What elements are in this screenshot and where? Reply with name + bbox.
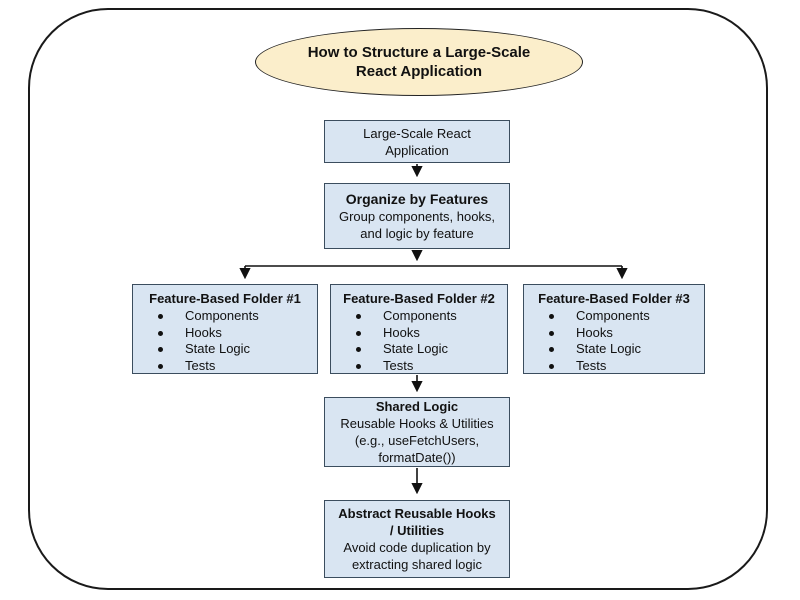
list-item-label: Tests [576, 357, 607, 373]
node-abstract-reusable-hooks: Abstract Reusable Hooks / Utilities Avoi… [324, 500, 510, 578]
bullet-icon [158, 347, 163, 352]
bullet-icon [158, 330, 163, 336]
bullet-icon [549, 363, 554, 369]
bullet-icon [549, 330, 554, 336]
list-item-label: Hooks [185, 324, 222, 340]
feature-folder-2-list: Components Hooks State Logic Tests [331, 308, 507, 374]
list-item-label: State Logic [576, 341, 642, 356]
node-feature-folder-1: Feature-Based Folder #1 Components Hooks… [132, 284, 318, 374]
bullet-icon [158, 314, 163, 319]
list-item: Tests [133, 358, 317, 375]
diagram-title-line-1: How to Structure a Large-Scale [307, 44, 531, 61]
list-item: Components [524, 308, 704, 325]
list-item: Hooks [133, 325, 317, 342]
bullet-icon [549, 347, 554, 352]
node-feature-folder-3: Feature-Based Folder #3 Components Hooks… [523, 284, 705, 374]
bullet-icon [549, 314, 554, 319]
node-feature-folder-1-title: Feature-Based Folder #1 [149, 291, 301, 306]
feature-folder-3-list: Components Hooks State Logic Tests [524, 308, 704, 374]
bullet-icon [356, 330, 361, 336]
list-item: Tests [524, 358, 704, 375]
list-item: Hooks [331, 325, 507, 342]
node-shared-logic: Shared Logic Reusable Hooks & Utilities … [324, 397, 510, 467]
node-feature-folder-2: Feature-Based Folder #2 Components Hooks… [330, 284, 508, 374]
node-abstract-body-line-1: Avoid code duplication by [343, 540, 491, 555]
list-item-label: Hooks [576, 324, 613, 340]
list-item-label: Hooks [383, 324, 420, 340]
bullet-icon [356, 314, 361, 319]
outer-rounded-frame [28, 8, 768, 590]
node-abstract-body-line-2: extracting shared logic [351, 557, 483, 572]
node-organize-body-line-2: and logic by feature [360, 226, 474, 241]
list-item: Hooks [524, 325, 704, 342]
node-root-line-2: Application [385, 142, 449, 158]
list-item: State Logic [524, 341, 704, 358]
list-item-label: State Logic [383, 341, 449, 356]
node-large-scale-react-application: Large-Scale React Application [324, 120, 510, 163]
node-root-line-1: Large-Scale React [363, 125, 471, 141]
bullet-icon [158, 363, 163, 369]
node-shared-body-line-2: (e.g., useFetchUsers, [354, 433, 480, 448]
list-item: State Logic [133, 341, 317, 358]
list-item-label: Components [185, 308, 259, 323]
diagram-title-line-2: React Application [355, 63, 483, 80]
bullet-icon [356, 347, 361, 352]
list-item: Components [133, 308, 317, 325]
list-item-label: Components [383, 308, 457, 323]
list-item: Tests [331, 358, 507, 375]
diagram-title-ellipse: How to Structure a Large-Scale React App… [255, 28, 583, 96]
node-abstract-title-line-1: Abstract Reusable Hooks [338, 506, 496, 521]
node-shared-body-line-3: formatDate()) [378, 450, 456, 465]
list-item-label: State Logic [185, 341, 251, 356]
bullet-icon [356, 363, 361, 369]
node-organize-by-features: Organize by Features Group components, h… [324, 183, 510, 249]
list-item: Components [331, 308, 507, 325]
node-shared-body-line-1: Reusable Hooks & Utilities [340, 416, 494, 431]
list-item-label: Components [576, 308, 650, 323]
node-shared-title: Shared Logic [375, 399, 459, 414]
feature-folder-1-list: Components Hooks State Logic Tests [133, 308, 317, 374]
list-item: State Logic [331, 341, 507, 358]
node-organize-title: Organize by Features [345, 191, 489, 207]
list-item-label: Tests [185, 357, 216, 373]
node-abstract-title-line-2: / Utilities [389, 523, 445, 538]
node-organize-body-line-1: Group components, hooks, [338, 209, 496, 224]
node-feature-folder-2-title: Feature-Based Folder #2 [343, 291, 495, 306]
node-feature-folder-3-title: Feature-Based Folder #3 [538, 291, 690, 306]
list-item-label: Tests [383, 357, 414, 373]
